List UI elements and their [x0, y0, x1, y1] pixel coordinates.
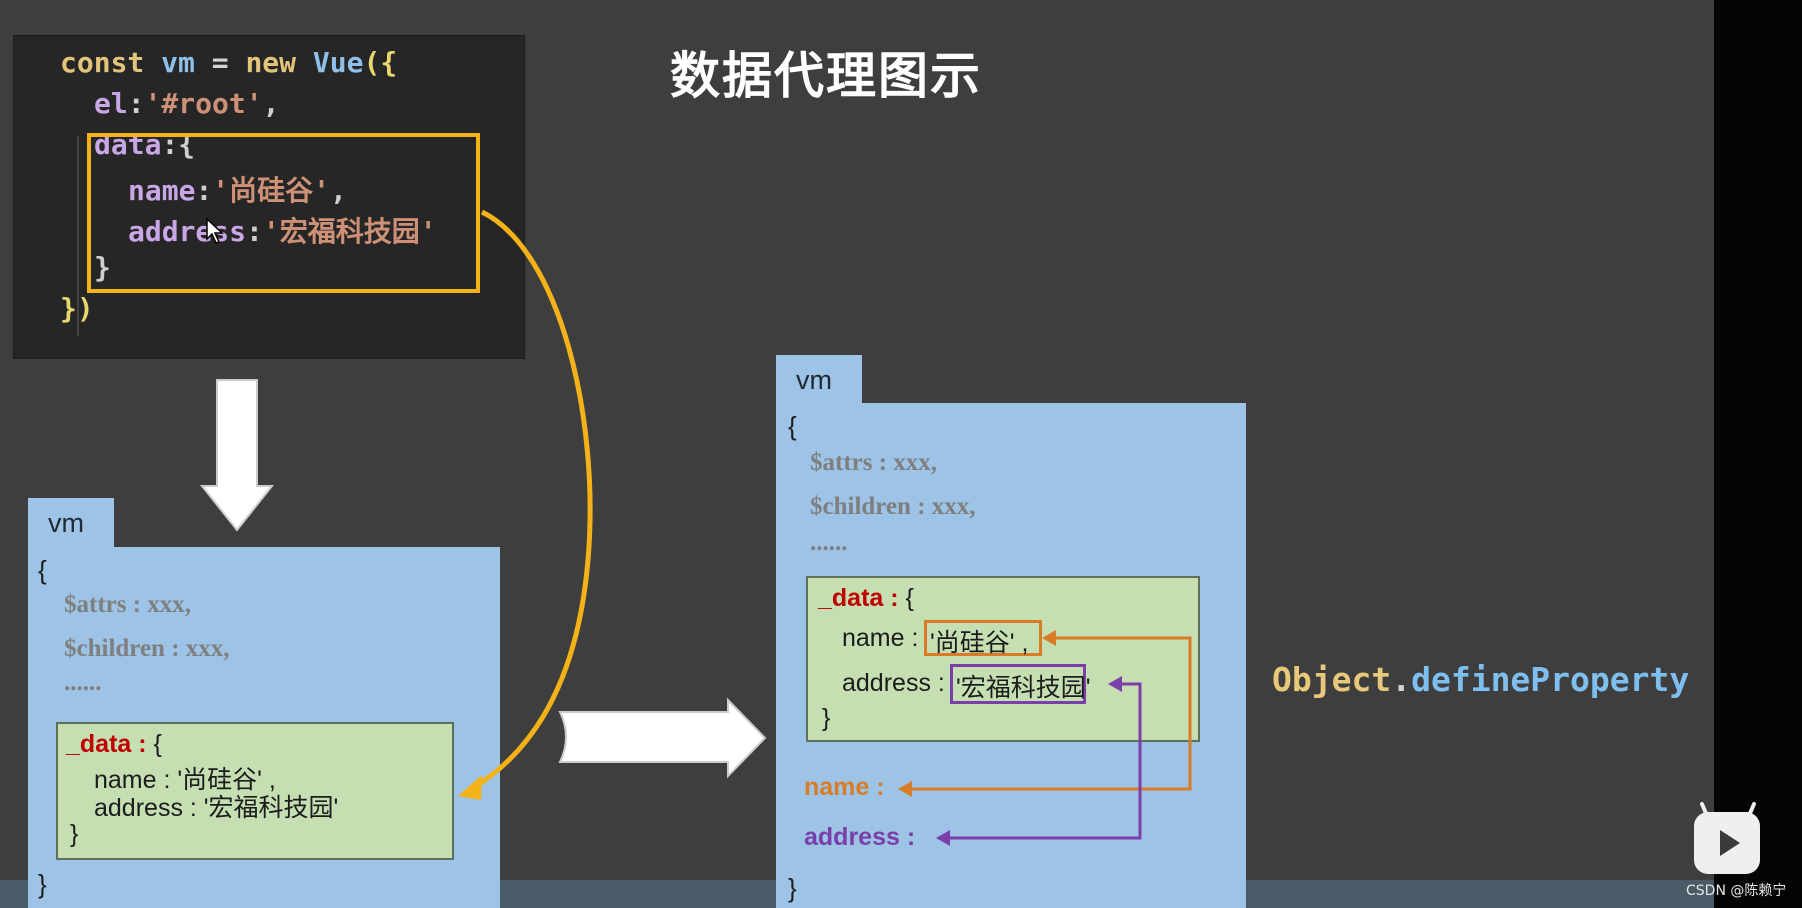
indent-guide: [77, 136, 79, 336]
right-vm-panel: { $attrs : xxx, $children : xxx, ...... …: [776, 403, 1246, 908]
define-property-method: defineProperty: [1411, 660, 1690, 699]
left-vm-open-brace: {: [38, 555, 47, 585]
left-data-address: address : '宏福科技园': [94, 794, 339, 822]
right-vm-tab: vm: [776, 355, 862, 405]
play-button[interactable]: [1694, 812, 1760, 874]
left-vm-tab: vm: [28, 498, 114, 548]
right-data-address-label: address :: [842, 669, 952, 697]
right-ellipsis: ......: [810, 529, 848, 556]
new-keyword: new: [245, 46, 297, 79]
address-value: '宏福科技园': [262, 215, 437, 248]
const-keyword: const: [60, 46, 145, 79]
left-data-label: _data : {: [66, 730, 162, 758]
el-key: el: [94, 87, 128, 120]
right-data-name-value: '尚硅谷' ,: [930, 629, 1029, 657]
right-vm-close-brace: }: [788, 873, 797, 903]
right-data-address-value: '宏福科技园': [956, 674, 1091, 702]
proxy-address-property: address :: [804, 823, 916, 851]
left-children-line: $children : xxx,: [64, 635, 230, 662]
right-data-name-label: name :: [842, 624, 926, 652]
vm-identifier: vm: [161, 46, 195, 79]
code-line-6: }: [94, 251, 111, 284]
left-vm-close-brace: }: [38, 869, 47, 899]
assign-operator: =: [211, 46, 229, 79]
left-ellipsis: ......: [64, 669, 102, 696]
name-value: '尚硅谷': [212, 174, 331, 207]
right-data-box: _data : { name : address : }: [806, 576, 1200, 742]
watermark: CSDN @陈赖宁: [1686, 883, 1787, 899]
name-key: name: [128, 174, 196, 207]
left-data-box: _data : { name : '尚硅谷' , address : '宏福科技…: [56, 722, 454, 860]
code-line-2: el:'#root',: [94, 87, 280, 120]
open-paren-brace: ({: [363, 46, 398, 79]
code-line-4: name:'尚硅谷',: [128, 174, 347, 207]
left-data-name: name : '尚硅谷' ,: [94, 766, 276, 794]
play-icon: [1720, 830, 1740, 856]
down-arrow-icon: [199, 379, 275, 532]
right-data-close: }: [822, 704, 831, 732]
vue-code-block: const vm = new Vue({ el:'#root', data:{ …: [14, 36, 524, 358]
code-line-7: }): [60, 292, 94, 325]
right-data-label: _data : {: [818, 584, 914, 612]
left-attrs-line: $attrs : xxx,: [64, 591, 192, 618]
left-data-close: }: [70, 820, 79, 848]
left-vm-panel: { $attrs : xxx, $children : xxx, ...... …: [28, 547, 500, 908]
proxy-name-property: name :: [804, 773, 885, 801]
video-side-strip: [1714, 0, 1802, 908]
object-identifier: Object: [1272, 660, 1392, 699]
address-key: address: [128, 215, 247, 248]
mouse-cursor-icon: [206, 218, 224, 244]
code-line-1: const vm = new Vue({: [60, 46, 397, 79]
right-arrow-icon: [558, 697, 767, 779]
code-line-5: address:'宏福科技园': [128, 215, 437, 248]
right-vm-open-brace: {: [788, 411, 797, 441]
right-children-line: $children : xxx,: [810, 493, 976, 520]
define-property-label: Object.defineProperty: [1272, 660, 1690, 699]
data-highlight-frame: [87, 133, 480, 293]
page-title: 数据代理图示: [670, 47, 982, 105]
vue-constructor: Vue: [312, 46, 364, 79]
el-value: '#root': [144, 87, 263, 120]
right-attrs-line: $attrs : xxx,: [810, 449, 938, 476]
